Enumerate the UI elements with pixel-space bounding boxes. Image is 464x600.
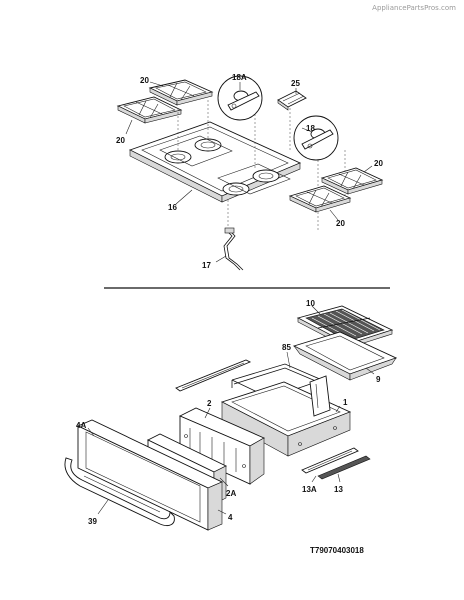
label-20-front-right-grate: 20 [336, 219, 345, 228]
label-2: 2 [207, 399, 212, 408]
detail-circle-18[interactable] [293, 115, 339, 161]
drawer-slide-13[interactable] [317, 455, 371, 480]
label-20-rear-left-grate: 20 [140, 76, 149, 85]
label-9: 9 [376, 375, 381, 384]
drawer-front-panel-4[interactable] [76, 419, 224, 531]
broiler-pan-9[interactable] [292, 331, 398, 381]
detail-circle-18a[interactable] [217, 75, 263, 121]
drawer-slide-left[interactable] [175, 359, 252, 392]
label-85: 85 [282, 343, 291, 352]
diagram-code: T79070403018 [310, 546, 364, 555]
watermark-text: AppliancePartsPros.com [372, 4, 456, 12]
label-18: 18 [306, 124, 315, 133]
label-16: 16 [168, 203, 177, 212]
label-13: 13 [334, 485, 343, 494]
drawer-back-panel-2[interactable] [178, 407, 265, 485]
cooktop-main-top[interactable] [128, 121, 302, 203]
label-2a: 2A [226, 489, 236, 498]
burner-grate-front-right[interactable] [288, 185, 352, 213]
label-18a: 18A [232, 73, 247, 82]
label-20-front-left-grate: 20 [116, 136, 125, 145]
label-20-rear-right-grate: 20 [374, 159, 383, 168]
drawer-handle-39[interactable] [64, 457, 175, 527]
cooktop-support-rod-17[interactable] [223, 227, 244, 271]
label-1: 1 [343, 398, 348, 407]
burner-grate-rear-right[interactable] [320, 167, 384, 195]
label-25: 25 [291, 79, 300, 88]
burner-grate-front-left[interactable] [116, 96, 183, 124]
drawer-box-1[interactable] [220, 375, 352, 457]
label-13a: 13A [302, 485, 317, 494]
label-4a: 4A [76, 421, 86, 430]
label-39: 39 [88, 517, 97, 526]
label-4: 4 [228, 513, 233, 522]
drawer-slide-13a[interactable] [301, 447, 359, 474]
burner-grate-rear-left[interactable] [148, 79, 214, 106]
label-17: 17 [202, 261, 211, 270]
burner-bracket-25[interactable] [277, 90, 307, 111]
label-10: 10 [306, 299, 315, 308]
